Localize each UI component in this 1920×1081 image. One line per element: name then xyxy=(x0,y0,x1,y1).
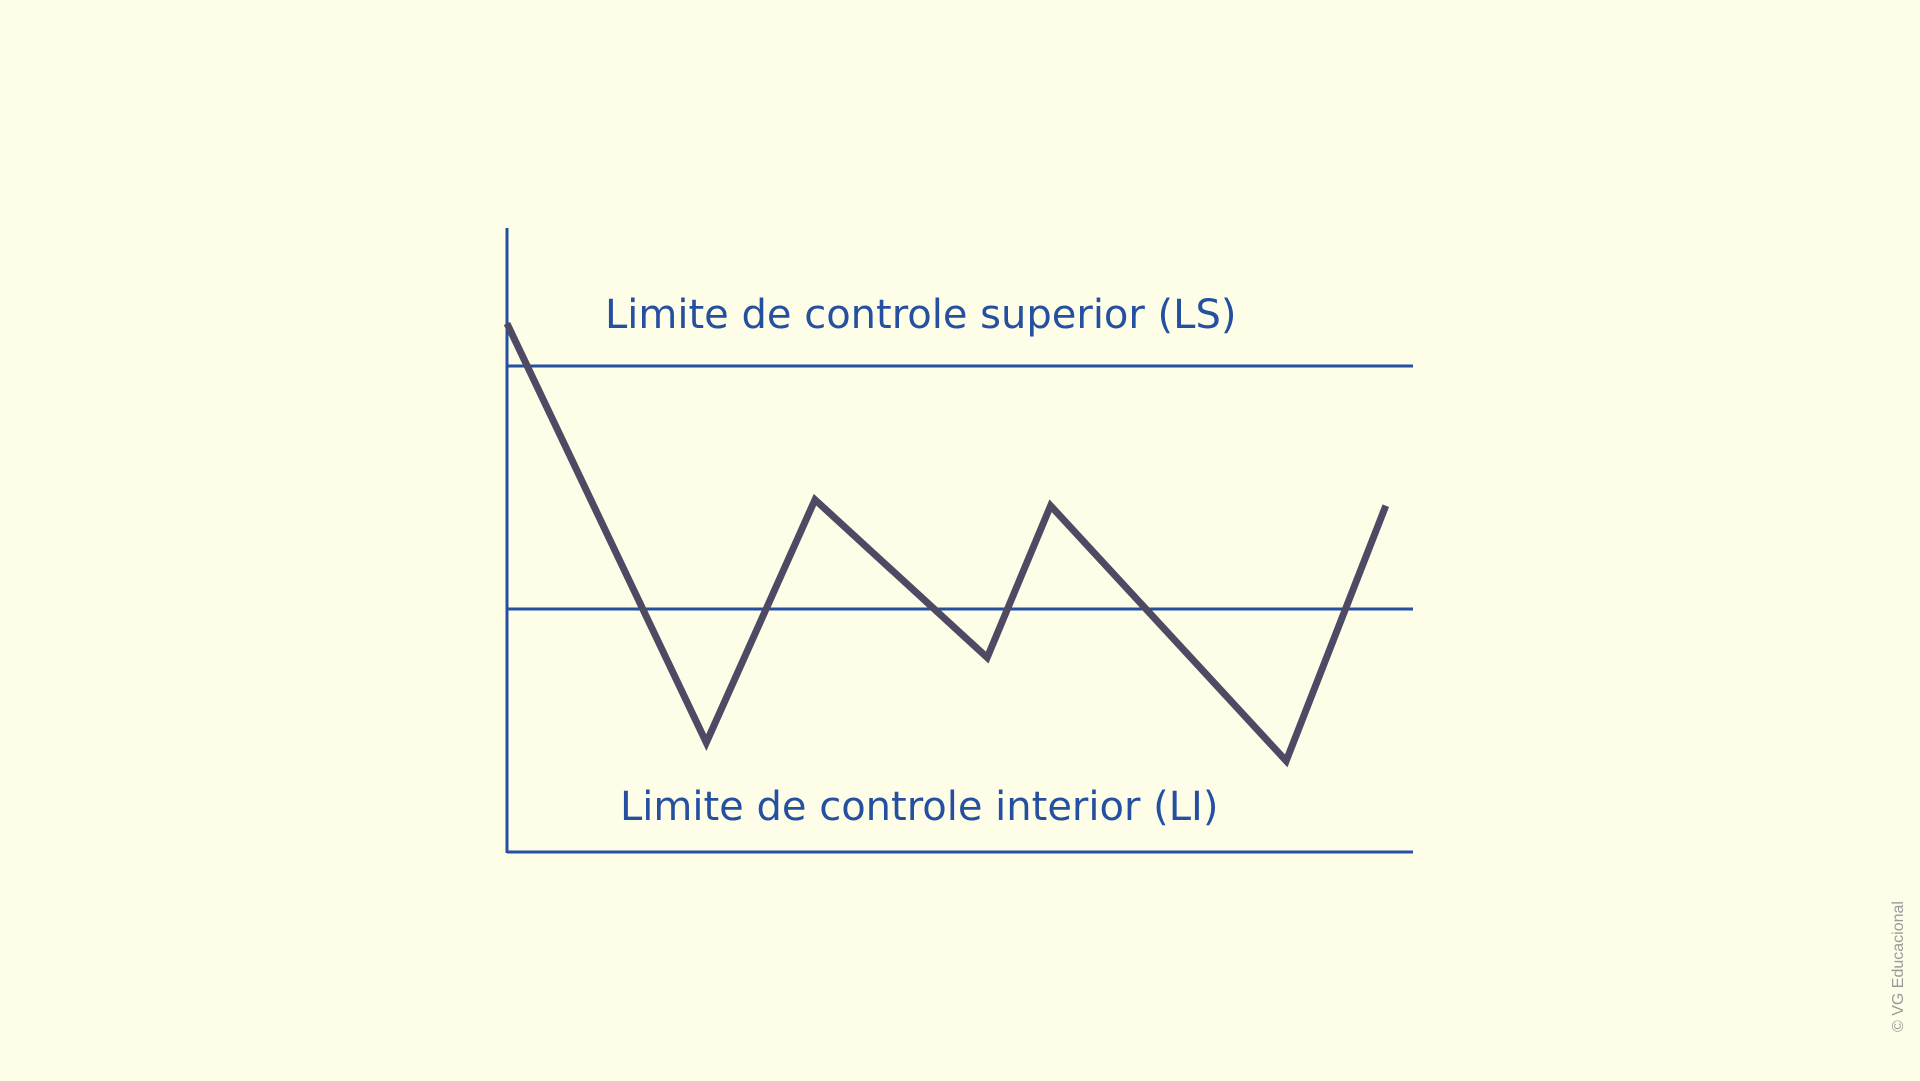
copyright-credit: © VG Educacional xyxy=(1890,901,1907,1032)
upper-control-limit-label: Limite de controle superior (LS) xyxy=(605,292,1236,338)
data-points xyxy=(506,323,1386,761)
series-line xyxy=(503,321,1390,768)
lower-control-limit-label: Limite de controle interior (LI) xyxy=(620,784,1218,830)
